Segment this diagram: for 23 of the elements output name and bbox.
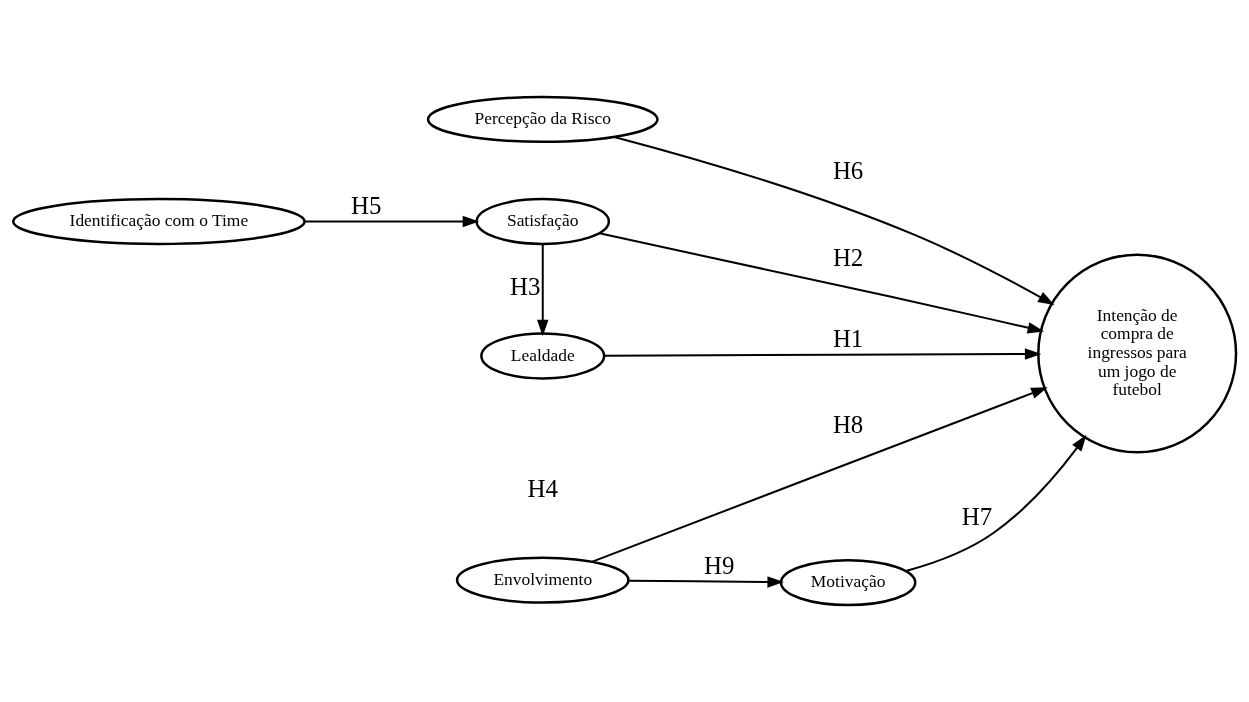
edge-label: H2: [832, 244, 864, 272]
node-ellipse: Percepção da Risco: [426, 95, 659, 144]
edge-label: H3: [510, 272, 541, 300]
edge-label: H8: [832, 411, 864, 439]
arrow: [613, 136, 1055, 305]
node-ellipse: Envolvimento: [455, 556, 630, 604]
arrow: [303, 215, 480, 228]
arrow: [627, 576, 784, 588]
node-ellipse: Satisfação: [475, 197, 611, 246]
edge-label: H6: [832, 157, 864, 185]
arrow: [598, 232, 1045, 334]
node-ellipse: Identificação com o Time: [11, 197, 306, 246]
node-ellipse: Motivação: [779, 558, 917, 607]
arrow: [591, 387, 1048, 563]
edge-label: H5: [350, 192, 382, 220]
arrow: [904, 434, 1087, 573]
edge-label: H7: [961, 503, 993, 531]
node-ellipse: Lealdade: [480, 332, 606, 380]
arrow: [603, 348, 1042, 360]
label: H4: [527, 474, 558, 502]
edge-label: H1: [832, 325, 864, 353]
arrow: [537, 243, 549, 337]
edge-label: H9: [704, 551, 735, 579]
